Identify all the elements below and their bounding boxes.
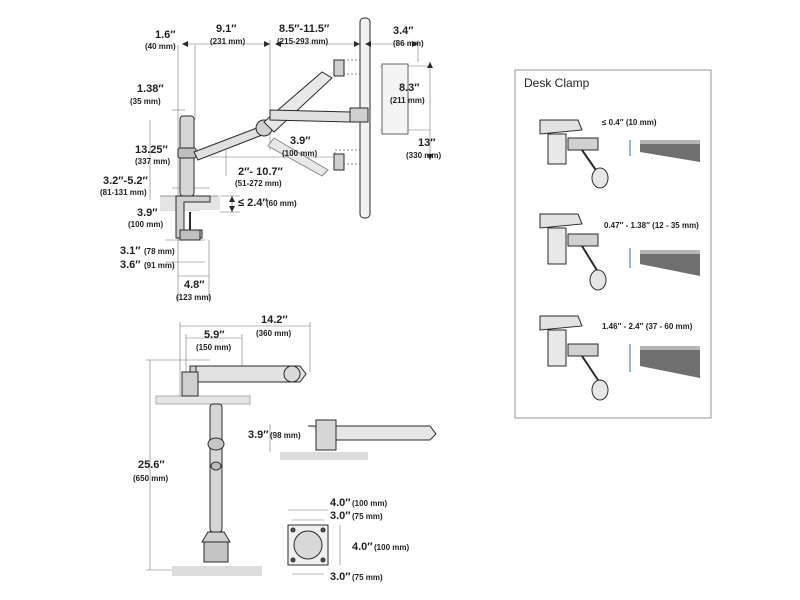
dim-pole-height: 13.25″: [135, 144, 168, 156]
dim-reach2: 8.5″-11.5″: [279, 23, 330, 35]
dim-clamp-b-metric: (91 mm): [144, 261, 175, 270]
dim-monitor-offset: 3.4″: [393, 25, 414, 37]
dim-monitor-offset-metric: (86 mm): [393, 39, 424, 48]
dim-clamp-depth-metric: (100 mm): [128, 220, 164, 229]
monitor-panel-tilted: [381, 63, 409, 135]
desk-clamp-panel: [514, 69, 712, 419]
dim-arm1-metric: (150 mm): [196, 343, 232, 352]
dim-arm-total: 14.2″: [261, 314, 288, 326]
vesa-side-outer-metric: (100 mm): [374, 543, 410, 552]
clamp-setting-3-range: 1.46″ - 2.4″ (37 - 60 mm): [602, 323, 692, 331]
dim-arm-range-metric: (51-272 mm): [235, 179, 282, 188]
dim-arm-range: 2″- 10.7″: [238, 166, 283, 178]
vesa-bottom-inner: 3.0″: [330, 571, 351, 583]
dim-lift-total: 13″: [418, 137, 436, 149]
clamp-setting-1-value: ≤ 0.4″: [602, 118, 624, 127]
dim-reach1: 9.1″: [216, 23, 237, 35]
vesa-plate: [287, 509, 341, 575]
desk-clamp-title: Desk Clamp: [524, 76, 590, 90]
upper-arm: [263, 71, 333, 133]
desk-top-slab: [155, 395, 251, 405]
dim-pole-width: 1.6″: [155, 29, 176, 41]
clamp-setting-2-range: 0.47″ - 1.38″ (12 - 35 mm): [604, 222, 699, 230]
dim-clamp-b: 3.6″: [120, 259, 141, 271]
clamp-setting-1-range: ≤ 0.4″ (10 mm): [602, 119, 657, 127]
dim-clamp-a: 3.1″: [120, 245, 141, 257]
dim-reach2-metric: (215-293 mm): [277, 37, 329, 46]
clamp-setting-2-metric: (12 - 35 mm): [652, 221, 699, 230]
dim-lift-total-metric: (330 mm): [406, 151, 442, 160]
dim-base-offset: 3.2″-5.2″: [103, 175, 148, 187]
clamp-setting-1-illustration: [539, 119, 700, 189]
front-profile-view: [146, 322, 437, 576]
vesa-side-outer: 4.0″: [352, 541, 373, 553]
dim-clearance: 3.9″: [248, 429, 269, 441]
panel-border: [514, 69, 712, 419]
clamp-setting-2-illustration: [539, 213, 700, 291]
clamp-setting-1-metric: (10 mm): [625, 118, 657, 127]
dim-clearance-metric: (98 mm): [270, 431, 301, 440]
dim-collar-metric: (35 mm): [130, 97, 161, 106]
clamp-setting-3-illustration: [539, 315, 700, 401]
dim-desk-thickness: ≤ 2.4″: [238, 197, 268, 209]
clamp-setting-2-value: 0.47″ - 1.38″: [604, 221, 650, 230]
dim-desk-thickness-metric: (60 mm): [266, 199, 297, 208]
dim-clamp-depth: 3.9″: [137, 207, 158, 219]
vesa-top-outer: 4.0″: [330, 497, 351, 509]
clamp-setting-3-metric: (37 - 60 mm): [645, 322, 693, 331]
dim-pole-height-metric: (337 mm): [135, 157, 171, 166]
dim-arm1: 5.9″: [204, 329, 225, 341]
dim-base-offset-metric: (81-131 mm): [100, 188, 147, 197]
dim-base-width-metric: (123 mm): [176, 293, 212, 302]
vesa-top-outer-metric: (100 mm): [352, 499, 388, 508]
floor-shadow: [172, 566, 262, 576]
dimension-arrows: [182, 41, 433, 212]
vesa-bottom-inner-metric: (75 mm): [352, 573, 383, 582]
dim-pole-width-metric: (40 mm): [145, 42, 176, 51]
dim-collar: 1.38″: [137, 83, 164, 95]
dim-arm-total-metric: (360 mm): [256, 329, 292, 338]
clearance-desk: [280, 452, 368, 460]
dim-lift-metric: (211 mm): [390, 96, 425, 105]
dim-lift: 8.3″: [399, 82, 420, 94]
dim-pole-metric: (650 mm): [133, 474, 169, 483]
pole-collar: [177, 147, 197, 159]
vesa-top-inner: 3.0″: [330, 510, 351, 522]
dim-arm-drop-metric: (100 mm): [282, 149, 318, 158]
dim-reach1-metric: (231 mm): [210, 37, 246, 46]
vesa-top-inner-metric: (75 mm): [352, 512, 383, 521]
dim-base-width: 4.8″: [184, 279, 205, 291]
clamp-setting-3-value: 1.46″ - 2.4″: [602, 322, 644, 331]
dim-pole: 25.6″: [138, 459, 165, 471]
side-profile-view: [149, 17, 433, 300]
dim-arm-drop: 3.9″: [290, 135, 311, 147]
dim-clamp-a-metric: (78 mm): [144, 247, 175, 256]
